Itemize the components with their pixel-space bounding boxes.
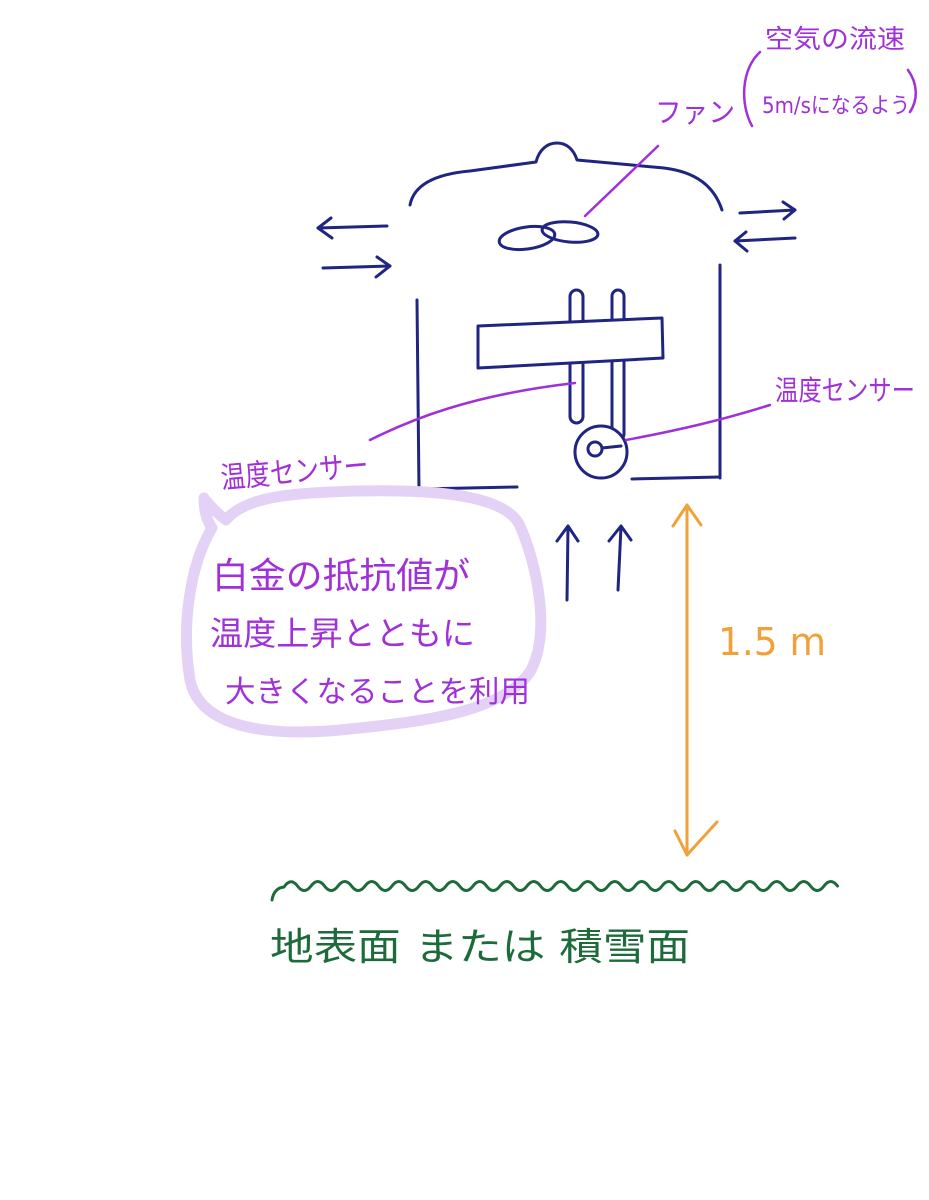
arrow-left-outflow: [316, 216, 389, 240]
open-bracket: [742, 50, 762, 128]
height-dimension: 1.5 m: [671, 503, 826, 857]
arrow-right-inflow: [733, 230, 797, 253]
arrow-right-outflow: [738, 200, 797, 221]
temp-sensor-right-label: 温度センサー: [775, 374, 915, 407]
ground-surface-line: [270, 880, 839, 902]
speech-bubble-outline: [181, 485, 547, 738]
close-bracket: [906, 68, 917, 114]
housing-bottom-right: [630, 475, 722, 481]
height-arrow-bottom-head: [673, 820, 719, 857]
fan-label: ファン: [655, 96, 735, 129]
speech-bubble-line-1: 白金の抵抗値が: [212, 556, 470, 597]
temp-sensor-right-pointer: [624, 403, 772, 442]
housing-left-wall: [415, 298, 421, 492]
height-label: 1.5 m: [718, 620, 826, 664]
housing-roof: [408, 141, 724, 212]
ground-label: 地表面 または 積雪面: [270, 925, 690, 969]
sensor-symbol-icon: [586, 440, 623, 458]
thermometers: [476, 288, 665, 480]
updraft-arrows: [555, 524, 633, 602]
fan-icon: [497, 220, 600, 252]
speech-bubble-line-3: 大きくなることを利用: [225, 675, 530, 710]
airflow-note: 空気の流速 5m/sになるよう: [742, 25, 917, 128]
speech-bubble: 白金の抵抗値が 温度上昇とともに 大きくなることを利用: [181, 485, 547, 738]
airflow-note-line2: 5m/sになるよう: [762, 94, 910, 119]
arrow-left-inflow: [321, 255, 392, 279]
shelter-housing: [408, 141, 724, 492]
updraft-arrow-1: [555, 524, 580, 602]
updraft-arrow-2: [607, 524, 633, 592]
temp-sensor-left-pointer: [368, 381, 577, 442]
thermometer-mount-bar: [476, 316, 665, 370]
thermometer-tube-right: [610, 288, 626, 442]
airflow-arrows: [316, 200, 797, 279]
airflow-note-line1: 空気の流速: [765, 25, 905, 55]
speech-bubble-line-2: 温度上昇とともに: [210, 614, 475, 653]
height-arrow-top-head: [671, 503, 703, 528]
fan-pointer-line: [583, 144, 660, 218]
